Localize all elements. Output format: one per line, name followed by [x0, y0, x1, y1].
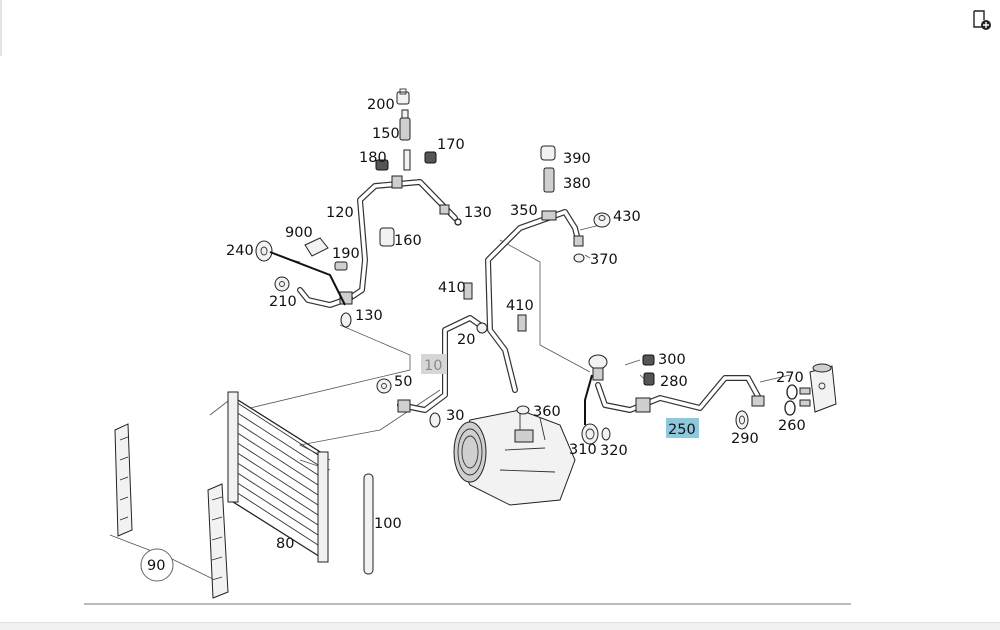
callout-380[interactable]: 380	[563, 176, 591, 192]
left-edge-divider	[0, 0, 2, 56]
bracket-90-left[interactable]	[114, 423, 133, 537]
callout-100[interactable]: 100	[374, 516, 402, 532]
callout-300[interactable]: 300	[658, 352, 686, 368]
callout-170[interactable]: 170	[437, 137, 465, 153]
part-260[interactable]	[784, 400, 796, 416]
callout-20[interactable]: 20	[457, 332, 475, 348]
condenser-80[interactable]	[227, 391, 329, 563]
callout-250-highlight	[666, 418, 699, 438]
cable-240	[269, 251, 346, 306]
bolt-410-right[interactable]	[517, 314, 527, 332]
compressor[interactable]	[453, 409, 576, 506]
hose-assembly-350[interactable]	[485, 209, 584, 393]
callout-390[interactable]: 390	[563, 151, 591, 167]
callout-150[interactable]: 150	[372, 126, 400, 142]
callout-280[interactable]: 280	[660, 374, 688, 390]
callout-270[interactable]: 270	[776, 370, 804, 386]
callout-190[interactable]: 190	[332, 246, 360, 262]
callout-240[interactable]: 240	[226, 243, 254, 259]
bottom-scroll-strip	[0, 622, 1000, 630]
callout-130[interactable]: 130	[464, 205, 492, 221]
document-add-button[interactable]	[970, 8, 994, 32]
part-50[interactable]	[376, 378, 392, 394]
part-170[interactable]	[424, 151, 437, 164]
bracket-90-right[interactable]	[207, 483, 229, 599]
hose-assembly-250[interactable]	[595, 375, 765, 413]
callout-410-left[interactable]: 410	[438, 280, 466, 296]
part-280[interactable]	[643, 372, 655, 386]
part-130-lower-ring[interactable]	[340, 312, 352, 328]
callout-80[interactable]: 80	[276, 536, 294, 552]
callout-410-right[interactable]: 410	[506, 298, 534, 314]
callout-320[interactable]: 320	[600, 443, 628, 459]
expansion-valve[interactable]	[799, 363, 837, 413]
part-190[interactable]	[334, 261, 348, 271]
callout-120[interactable]: 120	[326, 205, 354, 221]
part-900[interactable]	[304, 237, 329, 257]
callout-50[interactable]: 50	[394, 374, 412, 390]
document-add-icon	[973, 10, 991, 30]
part-320[interactable]	[601, 427, 611, 441]
callout-10-highlight	[421, 354, 446, 374]
part-20[interactable]	[476, 322, 488, 334]
callout-370[interactable]: 370	[590, 252, 618, 268]
part-360[interactable]	[516, 405, 530, 415]
callout-350[interactable]: 350	[510, 203, 538, 219]
part-370[interactable]	[573, 253, 585, 263]
pressure-switch-fitting[interactable]	[588, 354, 608, 381]
part-270[interactable]	[786, 384, 798, 400]
part-390[interactable]	[540, 145, 556, 161]
part-240[interactable]	[255, 240, 273, 262]
callout-180[interactable]: 180	[359, 150, 387, 166]
callout-360[interactable]: 360	[533, 404, 561, 420]
part-310[interactable]	[581, 423, 599, 445]
part-30[interactable]	[429, 412, 441, 428]
callout-labels: 200 150 180 170 120 130 900 160 240 190 …	[147, 97, 806, 574]
callout-210[interactable]: 210	[269, 294, 297, 310]
callout-90-circle	[140, 548, 174, 582]
callout-260[interactable]: 260	[778, 418, 806, 434]
callout-200[interactable]: 200	[367, 97, 395, 113]
callout-130-lower[interactable]: 130	[355, 308, 383, 324]
callout-250[interactable]: 250	[668, 422, 696, 438]
callout-90[interactable]: 90	[147, 558, 165, 574]
callout-10[interactable]: 10	[424, 358, 442, 374]
callout-430[interactable]: 430	[613, 209, 641, 225]
dryer-100[interactable]	[363, 473, 374, 575]
callout-30[interactable]: 30	[446, 408, 464, 424]
part-430[interactable]	[593, 212, 611, 228]
callout-290[interactable]: 290	[731, 431, 759, 447]
callout-900[interactable]: 900	[285, 225, 313, 241]
callout-310[interactable]: 310	[569, 442, 597, 458]
cable-310	[584, 374, 593, 425]
callout-160[interactable]: 160	[394, 233, 422, 249]
part-180[interactable]	[375, 159, 389, 171]
part-290[interactable]	[735, 410, 749, 430]
part-380[interactable]	[543, 167, 555, 193]
part-150[interactable]	[399, 109, 411, 141]
part-160[interactable]	[379, 227, 395, 247]
part-stem-150	[403, 149, 411, 171]
hose-assembly-120[interactable]	[297, 175, 462, 308]
bolt-410-left[interactable]	[463, 282, 473, 300]
part-200[interactable]	[396, 88, 410, 105]
part-300[interactable]	[642, 354, 655, 366]
part-210[interactable]	[274, 276, 290, 292]
